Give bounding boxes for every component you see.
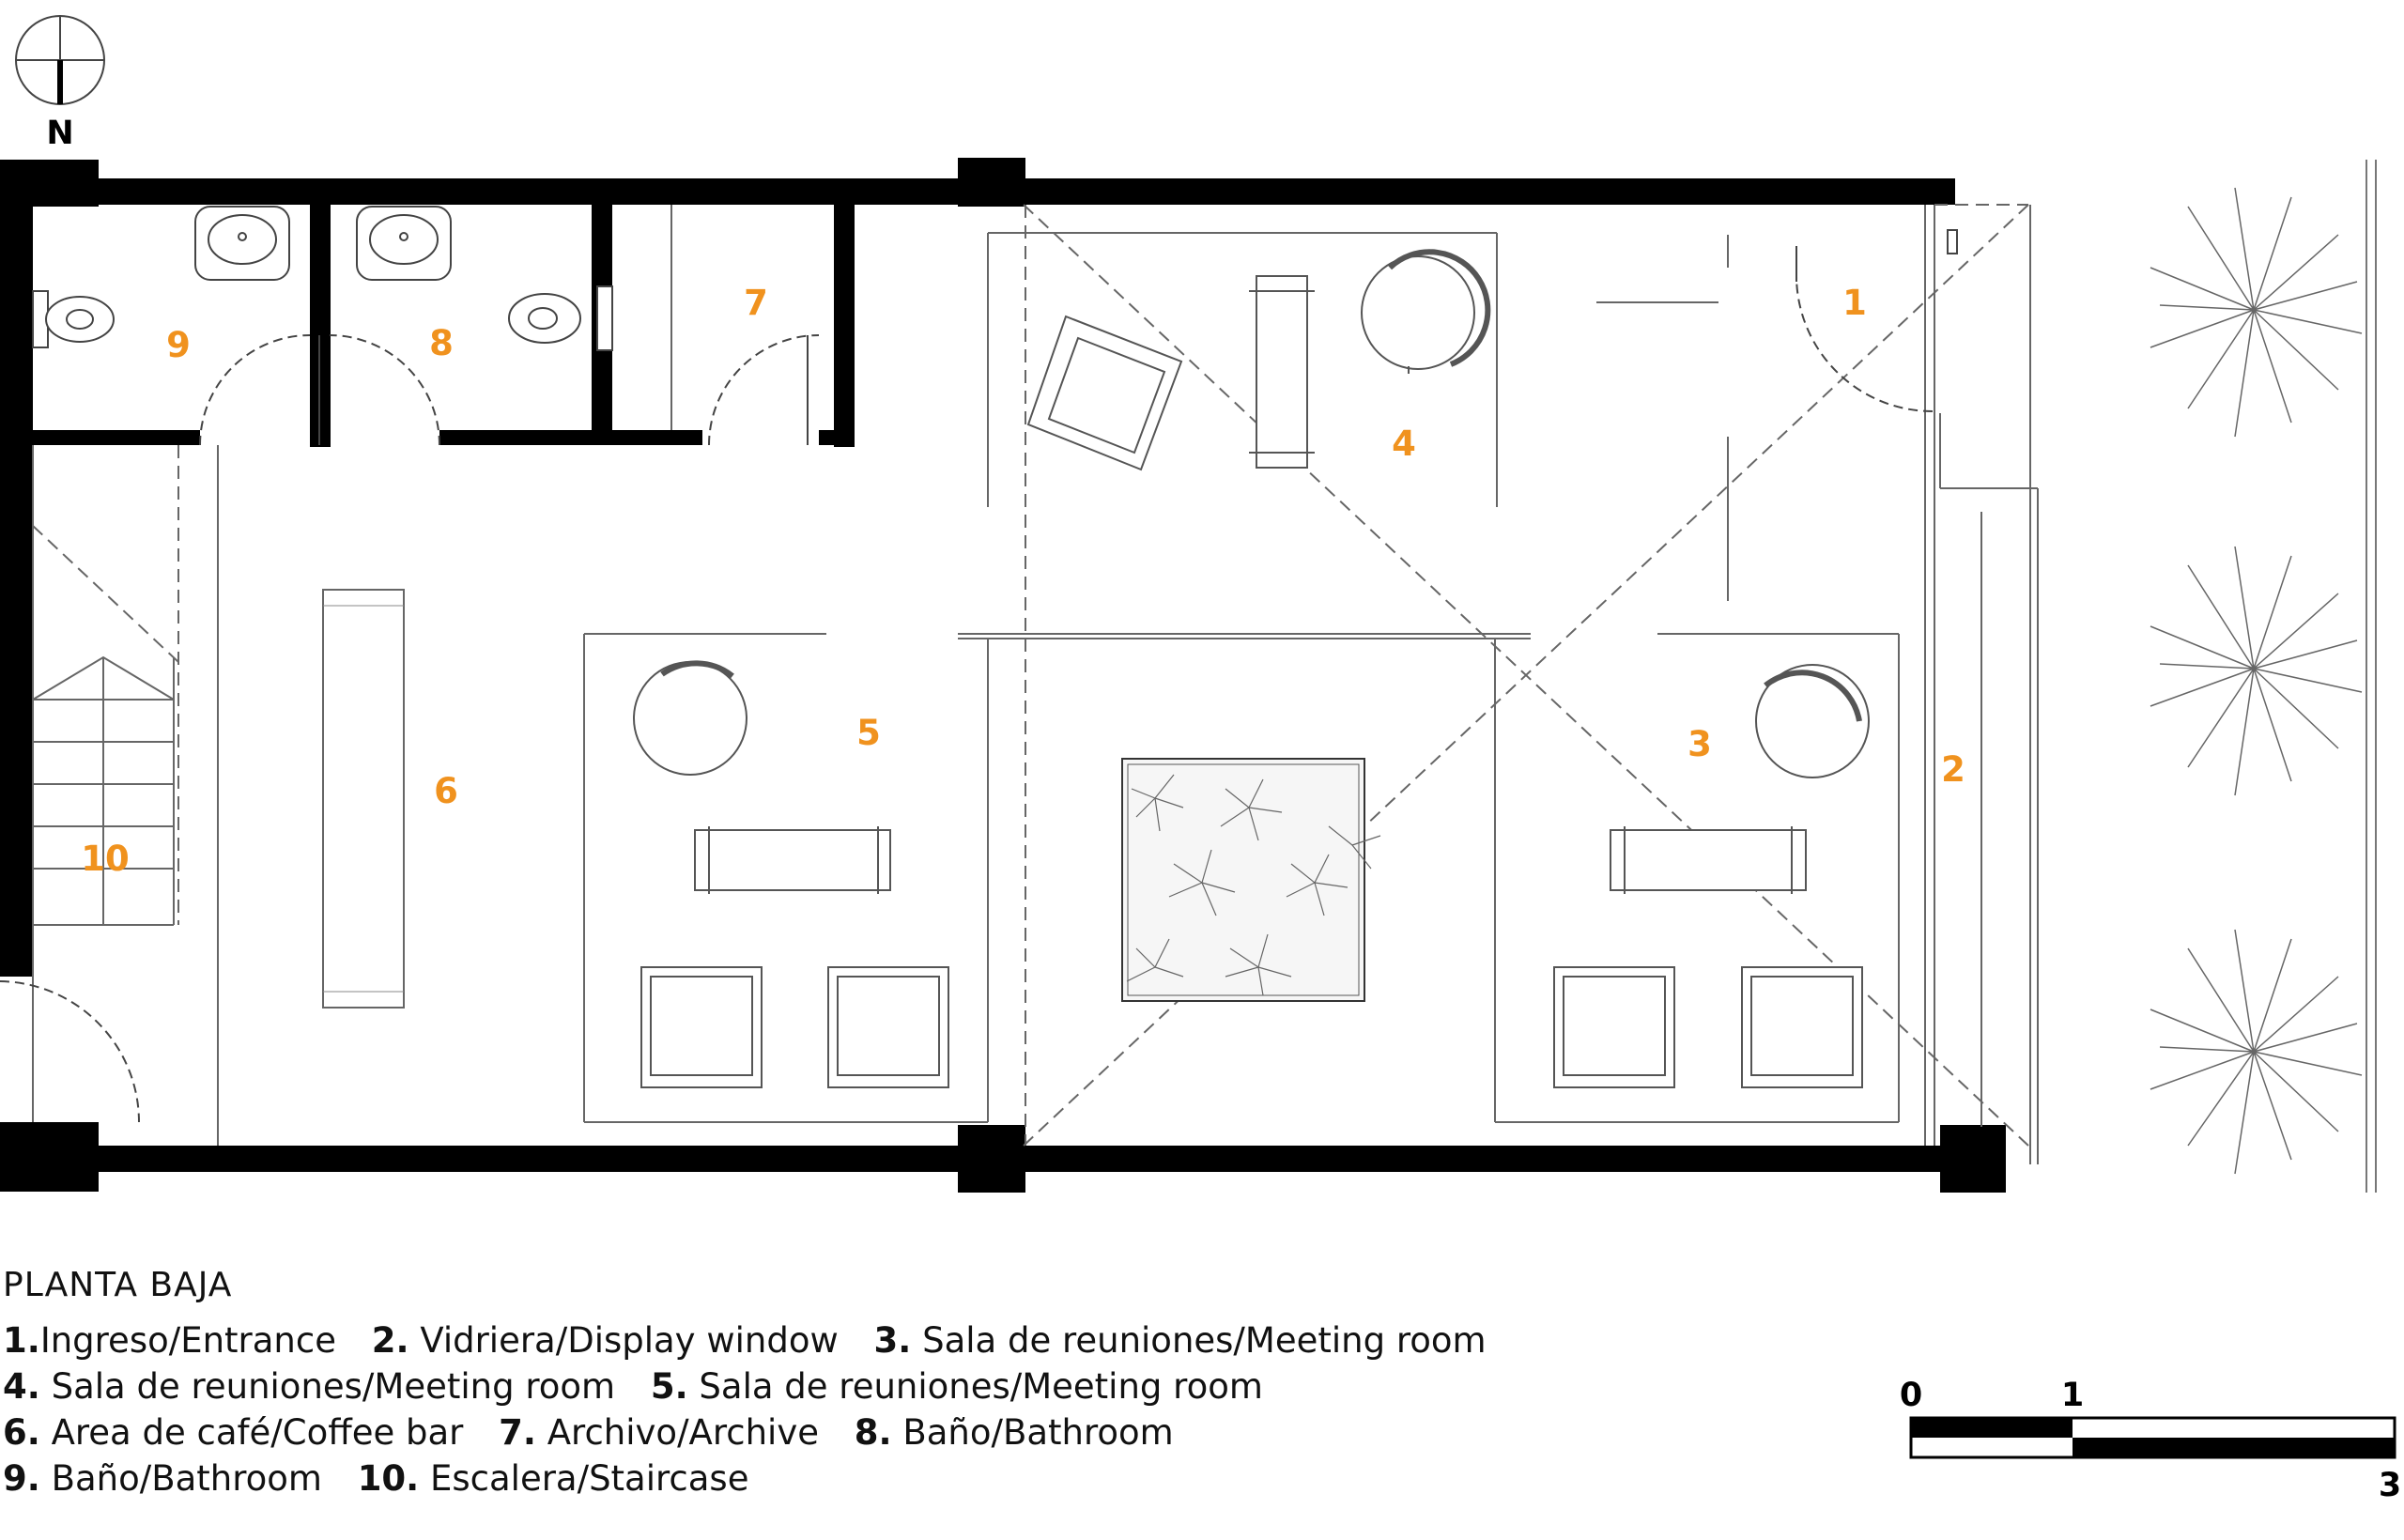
armchair-icon <box>1741 966 1863 1088</box>
compass-label: N <box>46 115 73 152</box>
toilet-icon <box>32 290 115 348</box>
table-icon <box>1249 275 1315 469</box>
staircase-icon <box>32 655 175 926</box>
toilet-icon <box>508 285 613 351</box>
legend-num: 9. <box>3 1458 40 1499</box>
legend-num: 8. <box>854 1412 892 1453</box>
legend-num: 1. <box>3 1320 40 1361</box>
legend-text: Archivo/Archive <box>547 1412 819 1453</box>
sink-icon <box>194 206 290 281</box>
legend-text: Baño/Bathroom <box>51 1458 322 1499</box>
table-icon <box>694 826 891 894</box>
legend-text: Sala de reuniones/Meeting room <box>922 1320 1487 1361</box>
legend-text: Area de café/Coffee bar <box>51 1412 464 1453</box>
armchair-icon <box>1553 966 1675 1088</box>
legend-num: 5. <box>650 1366 688 1407</box>
planter-icon <box>1121 758 1381 1002</box>
legend-line: 6. Area de café/Coffee bar 7. Archivo/Ar… <box>3 1409 1881 1455</box>
doors <box>0 229 1958 1123</box>
room-number-2: 2 <box>1941 749 1965 790</box>
room-number-8: 8 <box>429 323 454 363</box>
legend-text: Sala de reuniones/Meeting room <box>51 1366 616 1407</box>
legend-text: Ingreso/Entrance <box>39 1320 336 1361</box>
room-number-9: 9 <box>166 325 191 365</box>
coffee-bar-counter <box>322 589 405 1009</box>
armchair-icon <box>827 966 949 1088</box>
chair-icon <box>633 660 747 776</box>
armchair-icon <box>640 966 763 1088</box>
legend-num: 7. <box>499 1412 536 1453</box>
legend-text: Escalera/Staircase <box>430 1458 749 1499</box>
armchair-icon <box>1026 315 1183 471</box>
legend-num: 10. <box>357 1458 420 1499</box>
legend-line: 4. Sala de reuniones/Meeting room 5. Sal… <box>3 1363 1881 1409</box>
table-icon <box>1610 826 1807 894</box>
room-number-6: 6 <box>434 771 458 811</box>
sink-icon <box>356 206 452 281</box>
scale-bar <box>1909 1416 2396 1459</box>
room-number-7: 7 <box>744 283 768 323</box>
partitions <box>32 205 2039 1164</box>
legend-num: 2. <box>371 1320 409 1361</box>
legend: PLANTA BAJA 1.Ingreso/Entrance 2. Vidrie… <box>3 1266 1881 1502</box>
room-number-5: 5 <box>856 713 881 753</box>
legend-text: Sala de reuniones/Meeting room <box>699 1366 1263 1407</box>
legend-line: 9. Baño/Bathroom 10. Escalera/Staircase <box>3 1455 1881 1502</box>
legend-num: 4. <box>3 1366 40 1407</box>
legend-num: 3. <box>873 1320 912 1361</box>
legend-text: Baño/Bathroom <box>902 1412 1174 1453</box>
room-number-3: 3 <box>1687 724 1712 764</box>
legend-line: 1.Ingreso/Entrance 2. Vidriera/Display w… <box>3 1317 1881 1363</box>
legend-text: Vidriera/Display window <box>420 1320 839 1361</box>
dashed-overlay <box>32 204 2029 1147</box>
chair-icon <box>1755 664 1870 778</box>
plan-title: PLANTA BAJA <box>3 1266 233 1304</box>
north-compass-icon <box>15 15 105 105</box>
legend-num: 6. <box>3 1412 40 1453</box>
scale-tick-3: 3 <box>2379 1467 2401 1504</box>
tree-icon <box>2150 546 2363 796</box>
room-number-10: 10 <box>81 839 130 879</box>
room-number-4: 4 <box>1392 424 1416 464</box>
scale-tick-1: 1 <box>2061 1377 2084 1414</box>
chair-icon <box>1361 249 1491 374</box>
room-number-1: 1 <box>1842 283 1867 323</box>
tree-icon <box>2150 187 2363 438</box>
scale-tick-0: 0 <box>1900 1377 1922 1414</box>
walls <box>0 158 2006 1193</box>
tree-icon <box>2150 929 2363 1175</box>
